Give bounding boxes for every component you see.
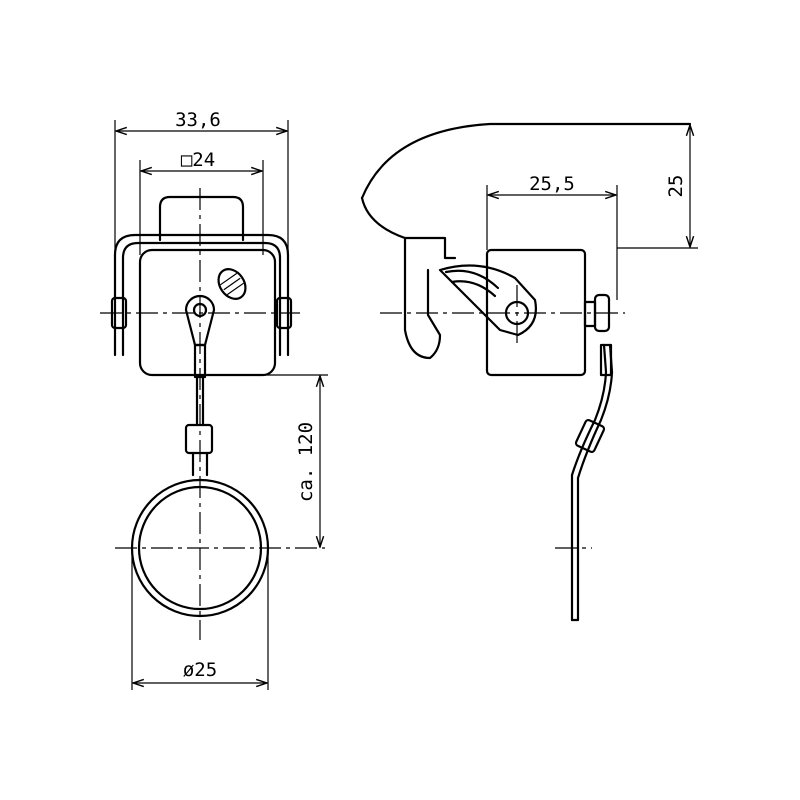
cable-side (570, 343, 608, 622)
lid-tab (158, 195, 245, 242)
dimension-diameter-label: ø25 (183, 659, 217, 681)
latch-lever (438, 264, 537, 337)
dimension-width-label: 33,6 (175, 109, 221, 131)
locking-bracket-inner (121, 241, 282, 357)
cable-eyelet (184, 294, 216, 347)
locking-bracket (113, 233, 290, 357)
dimension-length-label: ca. 120 (295, 422, 317, 502)
screw-icon (217, 268, 247, 300)
dimension-depth-label: 25,5 (529, 173, 575, 195)
lid-edge (360, 196, 457, 260)
crimp-sleeve-side (599, 343, 613, 377)
side-view: 25,5 25 (360, 122, 698, 622)
ring-neck (191, 451, 209, 477)
cable-side-outer (570, 343, 614, 622)
crimp-ferrule (184, 423, 214, 455)
dimension-square-label: □24 (181, 149, 215, 171)
front-view: 33,6 □24 (100, 109, 328, 690)
latch-slot (444, 269, 500, 298)
dimension-height-label: 25 (665, 175, 687, 198)
crimp-ferrule-side (574, 418, 606, 454)
lid-top (360, 122, 692, 200)
side-screw-washer (583, 300, 597, 328)
lid-hinge-arm (403, 236, 442, 360)
